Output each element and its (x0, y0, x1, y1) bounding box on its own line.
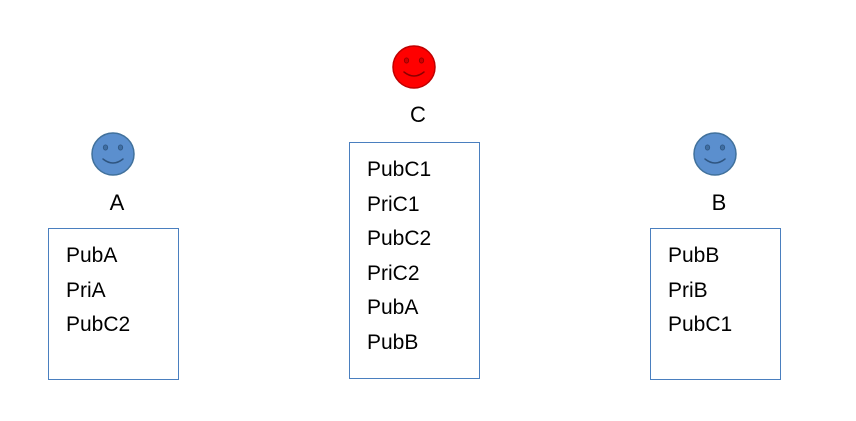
key-item: PriA (66, 278, 106, 302)
key-item: PubB (668, 244, 720, 267)
smiley-face-b-icon (692, 131, 738, 177)
key-item: PubB (367, 330, 419, 354)
party-label-a: A (109, 190, 125, 215)
key-item: PubA (367, 296, 419, 319)
party-label-c: C (410, 102, 426, 127)
key-item: PriC1 (367, 192, 420, 216)
key-box-c: PubC1 PriC1 PubC2 PriC2 PubA PubB (349, 142, 480, 379)
key-item: PubC1 (668, 313, 733, 336)
key-item: PriB (668, 278, 708, 302)
key-item: PriC2 (367, 261, 420, 285)
party-label-b: B (711, 190, 727, 215)
key-box-a: PubA PriA PubC2 (48, 228, 179, 380)
key-item: PubC2 (367, 227, 432, 250)
smiley-face-a-icon (90, 131, 136, 177)
key-item: PubC2 (66, 313, 131, 336)
key-item: PubC1 (367, 158, 432, 181)
key-box-b: PubB PriB PubC1 (650, 228, 781, 380)
key-item: PubA (66, 244, 118, 267)
smiley-face-c-icon (391, 44, 437, 90)
